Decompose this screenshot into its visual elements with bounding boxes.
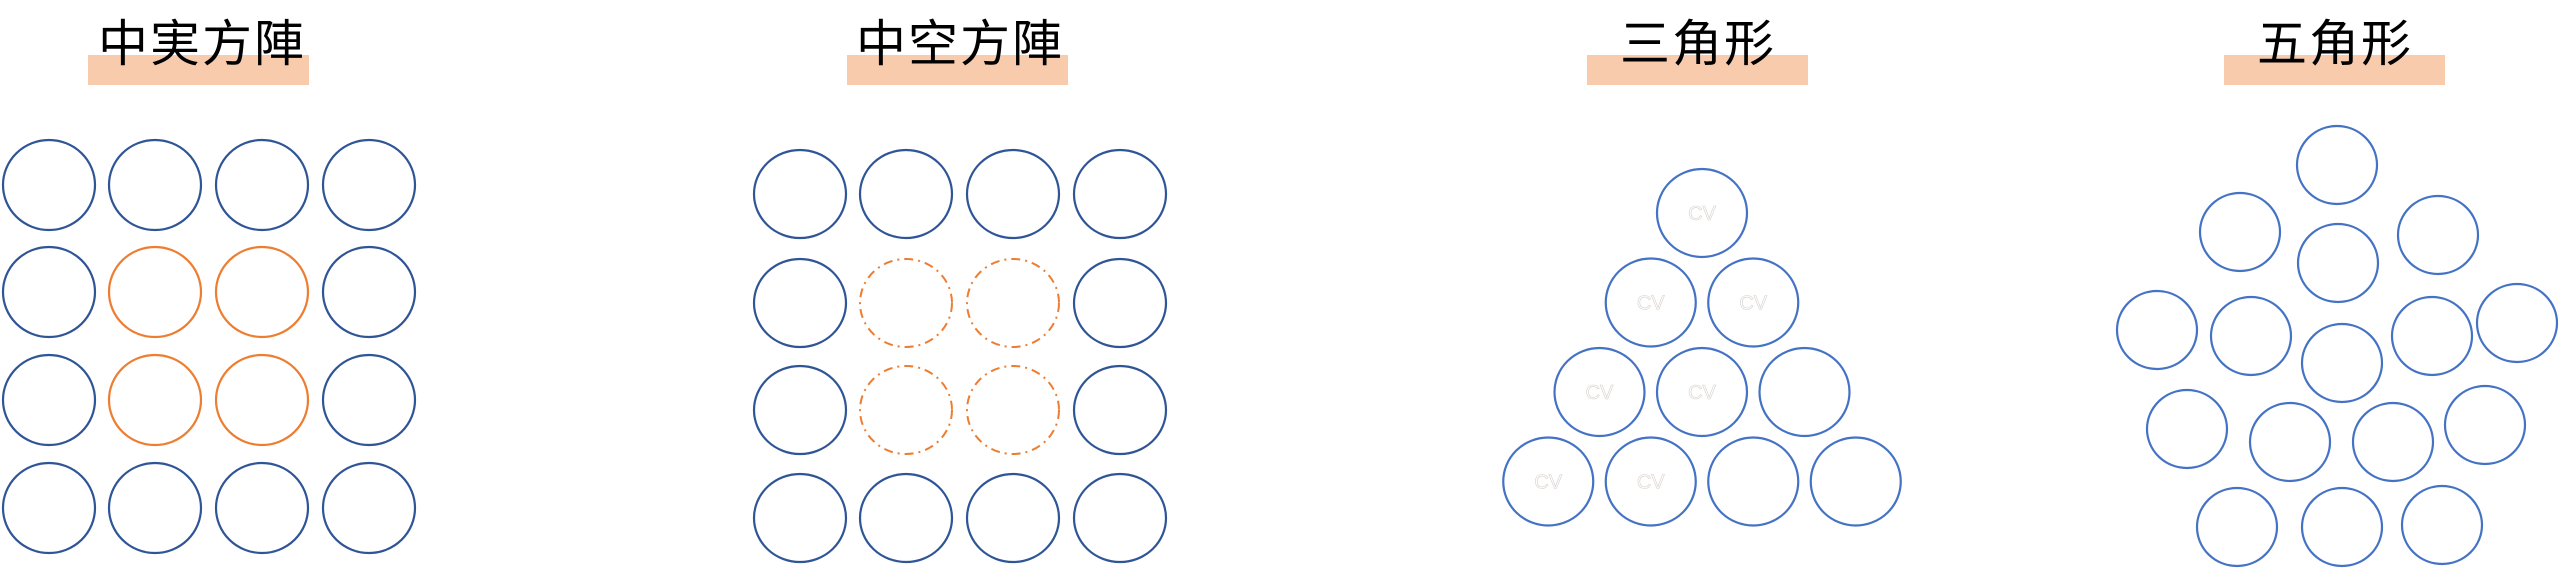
panel-title: 中空方陣 [856, 15, 1064, 73]
title-highlight-bar [2224, 55, 2445, 85]
pentagon-circle [2295, 124, 2379, 206]
outer-circle [752, 257, 848, 349]
pentagon-circle [2300, 486, 2384, 568]
outer-circle [1, 353, 97, 447]
triangle-circle [1707, 436, 1800, 527]
panel-title: 三角形 [1620, 15, 1776, 73]
cv-label: CV [1637, 293, 1665, 315]
pentagon-circle [2400, 484, 2484, 566]
outer-circle [1072, 472, 1168, 564]
outer-circle [1072, 364, 1168, 456]
panel-title: 中実方陣 [98, 15, 306, 73]
outer-circle [1072, 148, 1168, 240]
pentagon-circle [2443, 384, 2527, 466]
triangle-circle [1809, 436, 1902, 527]
outer-circle [214, 138, 310, 232]
outer-circle [1, 245, 97, 339]
outer-circle [214, 461, 310, 555]
outer-circle [107, 461, 203, 555]
pentagon-circle [2475, 282, 2559, 364]
cv-label: CV [1637, 472, 1665, 494]
triangle-formation: CV CV CV CV CV CV CV [1502, 167, 1902, 527]
triangle-circle [1655, 167, 1749, 259]
outer-circle [965, 472, 1061, 564]
triangle-circle [1502, 436, 1595, 527]
outer-circle [1, 461, 97, 555]
cv-label: CV [1688, 382, 1716, 404]
hollow-position-circle [966, 365, 1060, 455]
cv-label: CV [1688, 203, 1716, 225]
inner-circle [107, 353, 203, 447]
outer-circle [752, 148, 848, 240]
outer-circle [321, 138, 417, 232]
pentagon-circle [2145, 388, 2229, 470]
title-highlight-bar [88, 55, 309, 85]
triangle-circle [1707, 257, 1800, 348]
inner-circle [107, 245, 203, 339]
outer-circle [858, 148, 954, 240]
panel-hollow-square: 中空方陣 [0, 0, 1200, 573]
cv-label: CV [1586, 382, 1614, 404]
solid-square-grid [1, 138, 417, 555]
pentagon-circle [2351, 401, 2435, 483]
outer-circle [858, 472, 954, 564]
triangle-circle [1655, 346, 1749, 438]
cv-label: CV [1739, 293, 1767, 315]
cv-label: CV [1534, 472, 1562, 494]
outer-circle [321, 245, 417, 339]
panel-solid-square: 中実方陣 [0, 0, 450, 573]
inner-circle [214, 245, 310, 339]
pentagon-circle [2209, 295, 2293, 377]
outer-circle [752, 472, 848, 564]
title-highlight-bar [1587, 55, 1808, 85]
triangle-circle [1553, 346, 1646, 438]
pentagon-formation [2115, 124, 2559, 568]
title-highlight-bar [847, 55, 1068, 85]
hollow-position-circle [859, 258, 953, 348]
outer-circle [1072, 257, 1168, 349]
pentagon-circle [2198, 191, 2282, 273]
panel-title: 五角形 [2257, 15, 2413, 73]
outer-circle [321, 353, 417, 447]
triangle-circle [1604, 257, 1697, 348]
outer-circle [107, 138, 203, 232]
pentagon-circle [2296, 222, 2380, 304]
outer-circle [965, 148, 1061, 240]
inner-circle [214, 353, 310, 447]
outer-circle [321, 461, 417, 555]
triangle-circle [1604, 436, 1697, 527]
pentagon-circle [2115, 289, 2199, 371]
panel-triangle: 三角形 [1587, 15, 1808, 85]
outer-circle [752, 364, 848, 456]
hollow-position-circle [966, 258, 1060, 348]
pentagon-circle [2396, 194, 2480, 276]
triangle-circle [1758, 346, 1851, 438]
pentagon-circle [2300, 322, 2384, 404]
pentagon-circle [2390, 295, 2474, 377]
hollow-position-circle [859, 365, 953, 455]
outer-circle [1, 138, 97, 232]
pentagon-circle [2248, 401, 2332, 483]
pentagon-circle [2195, 486, 2279, 568]
hollow-square-grid [752, 148, 1168, 564]
